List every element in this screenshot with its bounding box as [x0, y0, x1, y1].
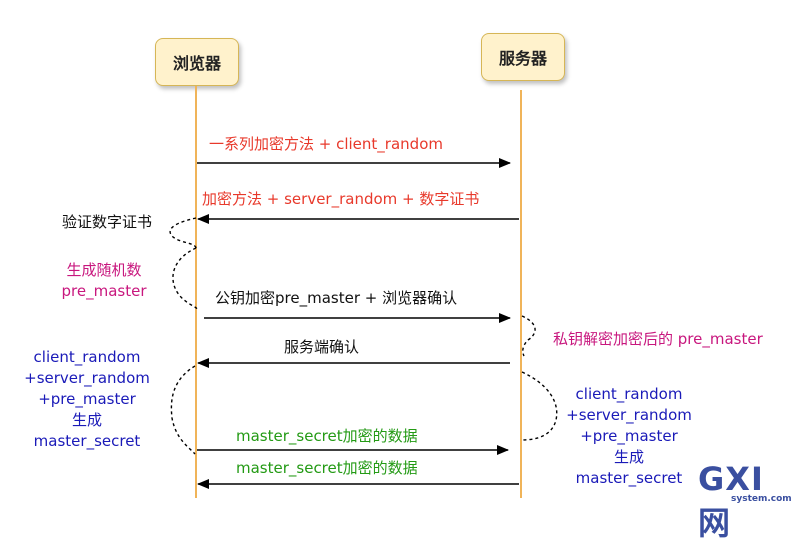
note-server-calc-line3: +pre_master: [580, 427, 678, 445]
note-link-random: [172, 247, 199, 311]
note-decrypt: 私钥解密加密后的 pre_master: [553, 330, 763, 348]
watermark-logo-sub: system.com: [731, 494, 792, 504]
sequence-arrows: [169, 158, 558, 489]
note-link-verify: [169, 217, 197, 251]
note-generate-random: 生成随机数 pre_master: [62, 260, 147, 302]
note-server-calc-line5: master_secret: [575, 469, 683, 487]
note-client-calc-line5: master_secret: [33, 432, 141, 450]
note-client-calc-line4: 生成: [71, 411, 103, 429]
note-server-calc-line1: client_random: [575, 385, 683, 403]
note-server-calc: client_random +server_random +pre_master…: [566, 384, 692, 489]
server-actor-label: 服务器: [498, 49, 547, 68]
note-client-calc-line2: +server_random: [24, 369, 150, 387]
message-m2-label: 加密方法 + server_random + 数字证书: [202, 190, 480, 208]
note-link-decrypt: [521, 315, 536, 357]
message-m3-label: 公钥加密pre_master + 浏览器确认: [215, 289, 458, 307]
watermark-logo: GXI网 system.com: [698, 460, 796, 542]
note-generate-random-line2: pre_master: [61, 282, 147, 300]
note-client-calc-line1: client_random: [33, 348, 141, 366]
message-m4-label: 服务端确认: [284, 338, 360, 356]
note-server-calc-line4: 生成: [613, 448, 645, 466]
note-link-client-calc: [170, 365, 196, 455]
note-verify-cert: 验证数字证书: [62, 213, 153, 231]
note-generate-random-line1: 生成随机数: [66, 261, 142, 279]
note-client-calc: client_random +server_random +pre_master…: [24, 347, 150, 452]
message-m5-label: master_secret加密的数据: [236, 427, 418, 445]
server-lifeline: [520, 90, 522, 498]
server-actor: 服务器: [481, 33, 565, 81]
browser-actor-label: 浏览器: [172, 54, 221, 73]
message-m1-label: 一系列加密方法 + client_random: [209, 135, 443, 153]
message-m6-label: master_secret加密的数据: [236, 459, 418, 477]
browser-actor: 浏览器: [155, 38, 239, 86]
note-link-server-calc: [521, 371, 558, 441]
browser-lifeline: [195, 86, 197, 498]
note-server-calc-line2: +server_random: [566, 406, 692, 424]
note-client-calc-line3: +pre_master: [38, 390, 136, 408]
